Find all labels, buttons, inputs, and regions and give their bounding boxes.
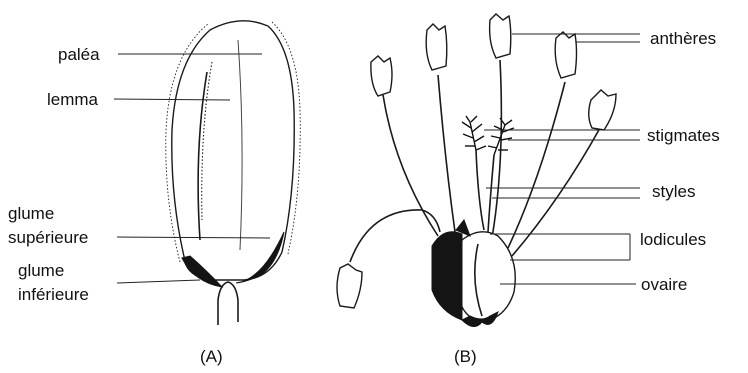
label-antheres: anthères	[650, 29, 716, 48]
lemma-outline	[172, 21, 294, 280]
label-glume-sup-1: glume	[8, 204, 54, 223]
filament-2	[438, 75, 455, 232]
caption-b: (B)	[454, 347, 477, 366]
label-glume-inf-2: inférieure	[18, 285, 89, 304]
label-palea: paléa	[58, 45, 100, 64]
figure-b-floret	[337, 14, 616, 327]
anther-4	[555, 32, 576, 78]
style-2	[488, 155, 494, 232]
label-lemma: lemma	[47, 90, 99, 109]
label-styles: styles	[652, 182, 695, 201]
anther-1	[371, 56, 392, 96]
filament-5	[512, 128, 600, 256]
lodicule-left	[432, 232, 462, 320]
style-1	[476, 150, 484, 230]
label-lodicules: lodicules	[640, 230, 706, 249]
spikelet-stalk	[218, 282, 238, 325]
anther-5	[589, 90, 616, 130]
anther-2	[426, 24, 447, 70]
label-ovaire: ovaire	[641, 275, 687, 294]
label-glume-inf-1: glume	[18, 261, 64, 280]
anther-3	[490, 14, 511, 58]
caption-a: (A)	[200, 347, 223, 366]
filament-4	[508, 82, 565, 248]
label-glume-sup-2: supérieure	[8, 228, 88, 247]
label-stigmates: stigmates	[647, 126, 720, 145]
ovary	[458, 232, 515, 322]
anther-6	[337, 264, 362, 308]
stigma-left	[462, 116, 486, 150]
figure-a-spikelet	[166, 21, 300, 325]
